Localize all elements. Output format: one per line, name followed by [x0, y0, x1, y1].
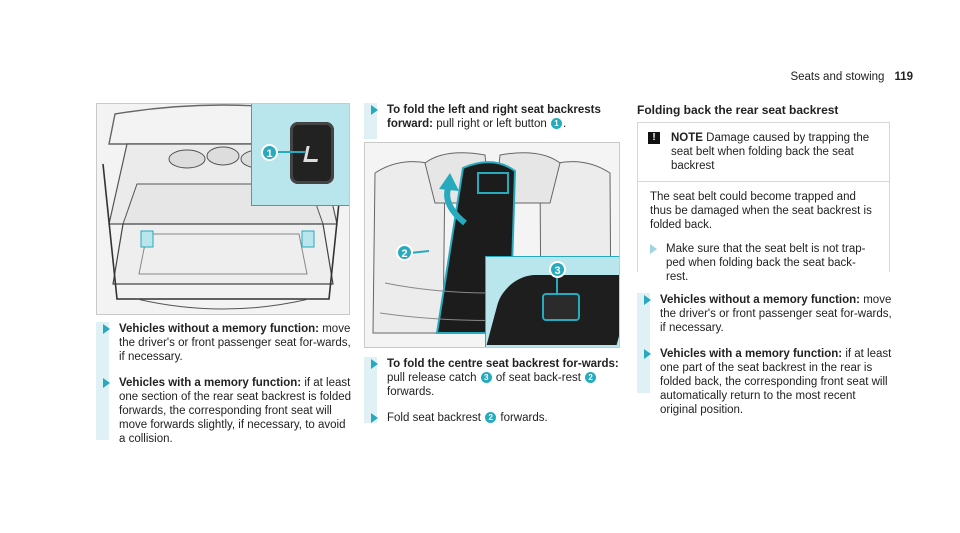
col2-step-1: To fold the centre seat backrest for-war… — [371, 357, 622, 399]
step-text-mid: of seat back-rest — [495, 372, 581, 384]
step-title: To fold the left and right seat backrest… — [387, 104, 601, 130]
col2-steps: To fold the centre seat backrest for-war… — [364, 357, 622, 425]
warning-icon: ! — [648, 132, 660, 144]
step-text: move the driver's or front passenger sea… — [119, 323, 351, 363]
note-step: Make sure that the seat belt is not trap… — [650, 242, 875, 284]
col3-step-2: Vehicles with a memory function: if at l… — [644, 347, 893, 417]
step-arrow-icon — [644, 349, 651, 359]
callout-2: 2 — [485, 412, 497, 423]
step-arrow-icon — [103, 324, 110, 334]
note-box: ! NOTE Damage caused by trapping the sea… — [637, 122, 890, 294]
step-arrow-icon — [371, 359, 378, 369]
callout-1: 1 — [261, 144, 278, 161]
col3-steps: Vehicles without a memory function: move… — [637, 293, 893, 416]
col1-step-1: Vehicles without a memory function: move… — [103, 322, 354, 364]
button-inset: 1 — [251, 104, 349, 206]
col2-intro: To fold the left and right seat backrest… — [364, 103, 622, 139]
step-title: Vehicles without a memory function: — [660, 294, 861, 306]
seat-release-icon — [303, 146, 321, 162]
release-button-panel — [290, 122, 334, 184]
step-text-after: forwards. — [387, 386, 435, 398]
step-text-after: forwards. — [500, 412, 548, 424]
col1-step-2: Vehicles with a memory function: if at l… — [103, 376, 354, 446]
col2-intro-step: To fold the left and right seat backrest… — [371, 103, 622, 131]
step-title: Vehicles with a memory function: — [119, 377, 302, 389]
step-text-before: pull right or left button — [436, 118, 547, 130]
step-text: if at least one part of the seat backres… — [660, 348, 892, 416]
note-text: The seat belt could become trapped and t… — [650, 191, 872, 231]
note-header: ! NOTE Damage caused by trapping the sea… — [638, 123, 889, 182]
step-arrow-icon — [371, 105, 378, 115]
step-text-before: pull release catch — [387, 372, 477, 384]
page-number: 119 — [894, 71, 913, 83]
note-heading: Damage caused by trapping the seat belt … — [671, 132, 870, 172]
col1-steps: Vehicles without a memory function: move… — [96, 322, 354, 445]
callout-3: 3 — [480, 372, 492, 383]
step-arrow-icon — [650, 244, 657, 254]
step-title: Vehicles with a memory function: — [660, 348, 843, 360]
step-arrow-icon — [103, 378, 110, 388]
step-text-after: . — [563, 118, 567, 130]
step-arrow-icon — [371, 413, 378, 423]
trunk-figure: 1 — [96, 103, 350, 315]
note-label: NOTE — [671, 132, 703, 144]
section-title: Folding back the rear seat backrest — [637, 103, 839, 117]
step-text: if at least one section of the rear seat… — [119, 377, 352, 445]
page-header: Seats and stowing 119 — [790, 71, 913, 83]
col3-step-1: Vehicles without a memory function: move… — [644, 293, 893, 335]
callout-1: 1 — [551, 118, 562, 129]
step-title: Vehicles without a memory function: — [119, 323, 320, 335]
col2-step-2: Fold seat backrest 2 forwards. — [371, 411, 622, 425]
step-title: To fold the centre seat backrest for-war… — [387, 358, 619, 370]
note-step-text: Make sure that the seat belt is not trap… — [666, 243, 866, 283]
section-name: Seats and stowing — [790, 71, 885, 83]
catch-inset: 3 — [485, 256, 619, 347]
note-body: The seat belt could become trapped and t… — [638, 182, 889, 294]
rear-seat-figure: 2 3 — [364, 142, 620, 348]
release-catch — [542, 293, 580, 321]
callout-leader — [276, 151, 306, 153]
step-text-before: Fold seat backrest — [387, 412, 481, 424]
callout-2: 2 — [396, 244, 413, 261]
callout-leader — [556, 277, 558, 293]
callout-2: 2 — [585, 372, 597, 383]
step-arrow-icon — [644, 295, 651, 305]
step-text: move the driver's or front passenger sea… — [660, 294, 892, 334]
callout-3: 3 — [549, 261, 566, 278]
